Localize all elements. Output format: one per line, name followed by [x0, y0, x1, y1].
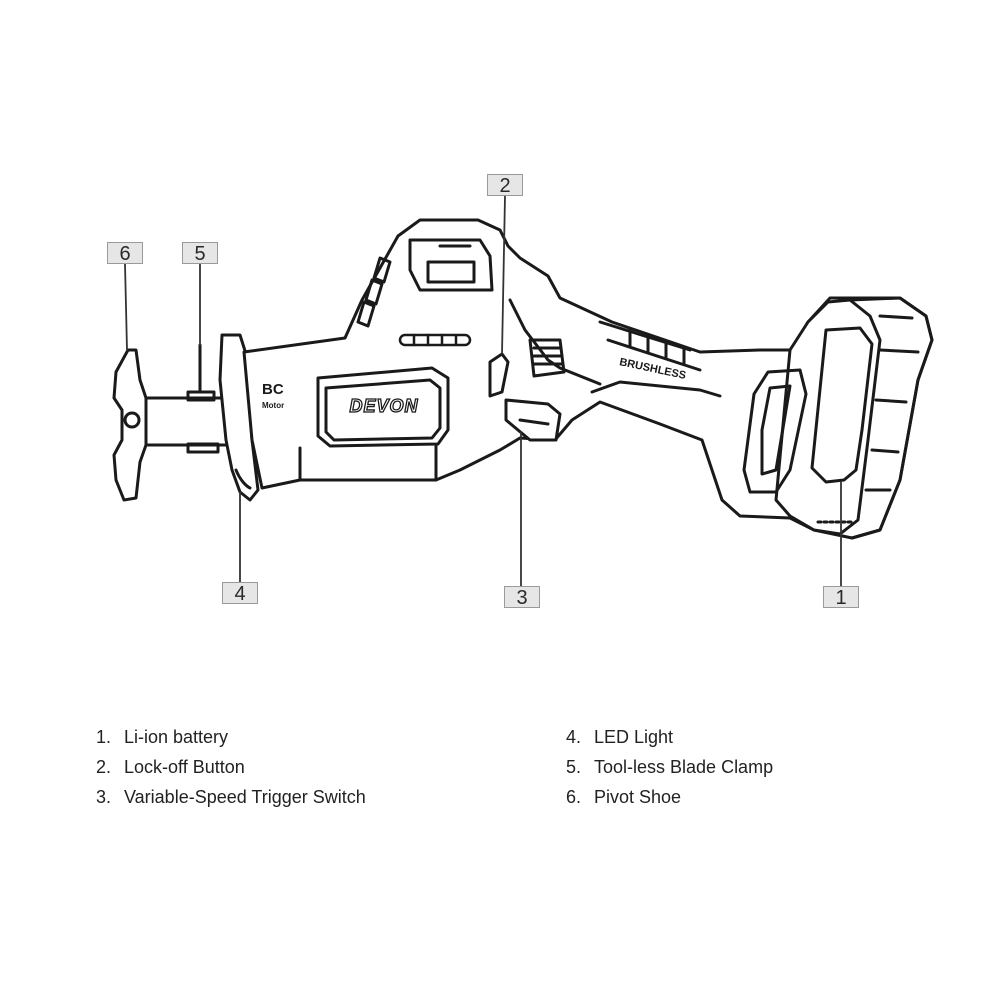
legend-item: 1.Li-ion battery [96, 727, 229, 747]
legend-right: 4.LED Light 5.Tool-less Blade Clamp 6.Pi… [566, 722, 773, 812]
callout-3: 3 [504, 586, 540, 609]
brand-logo: DEVON [349, 396, 418, 416]
callout-2: 2 [487, 174, 523, 197]
legend-item: 3.Variable-Speed Trigger Switch [96, 787, 366, 807]
blade-clamp [144, 343, 234, 454]
callout-6: 6 [107, 242, 143, 265]
legend-left: 1.Li-ion battery 2.Lock-off Button 3.Var… [96, 722, 366, 812]
legend-item: 6.Pivot Shoe [566, 787, 682, 807]
legend-item: 2.Lock-off Button [96, 757, 245, 777]
battery-pack [742, 296, 934, 540]
callout-1: 1 [823, 586, 859, 609]
lock-off-button [488, 352, 510, 398]
logo-panel [316, 366, 450, 448]
legend-item: 5.Tool-less Blade Clamp [566, 757, 774, 777]
svg-text:Motor: Motor [262, 401, 284, 410]
pivot-shoe [112, 348, 148, 502]
callout-5: 5 [182, 242, 218, 265]
front-nose [218, 333, 260, 502]
legend-item: 4.LED Light [566, 727, 674, 747]
trigger [504, 398, 562, 442]
callout-4: 4 [222, 582, 258, 605]
svg-text:BC: BC [262, 381, 284, 398]
leader-lines [124, 195, 842, 587]
motor-badge: BC Motor [262, 381, 284, 410]
